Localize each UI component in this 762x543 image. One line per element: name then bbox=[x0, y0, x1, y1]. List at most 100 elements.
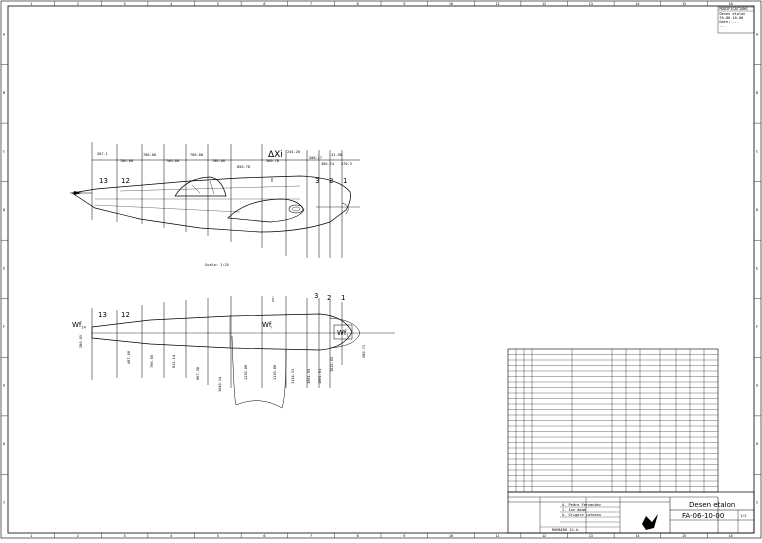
revision-header: MODIFICATIONS bbox=[720, 7, 748, 11]
plan-dim-3: 812.14 bbox=[172, 355, 176, 368]
side-view: ΔXi 287.1706.08706.08706.08706.08706.088… bbox=[70, 142, 360, 267]
plan-station-i: i bbox=[272, 296, 274, 304]
plan-dim-4: 867.38 bbox=[196, 367, 200, 380]
grid-row-right-F: F bbox=[756, 325, 758, 329]
grid-col-top-13: 13 bbox=[589, 2, 593, 6]
wing-root-outline bbox=[227, 198, 305, 223]
grid-col-bottom-8: 8 bbox=[357, 534, 359, 538]
plan-station-12: 12 bbox=[121, 311, 130, 319]
grid-col-bottom-11: 11 bbox=[495, 534, 499, 538]
tb-drawing-title: Desen etalon bbox=[689, 501, 735, 509]
fuselage-side-outline bbox=[71, 175, 351, 233]
revision-line-2: FA-06-10-00 bbox=[720, 16, 744, 20]
side-station-i: i bbox=[271, 176, 273, 184]
grid-col-bottom-15: 15 bbox=[682, 534, 686, 538]
side-dim-3: 706.08 bbox=[166, 159, 179, 163]
grid-row-right-E: E bbox=[756, 267, 758, 271]
side-dim-12: 470.3 bbox=[341, 162, 352, 166]
parts-list-table bbox=[507, 348, 719, 493]
grid-row-right-B: B bbox=[756, 91, 758, 95]
grid-col-bottom-1: 1 bbox=[30, 534, 32, 538]
grid-col-top-5: 5 bbox=[217, 2, 219, 6]
plan-station-2: 2 bbox=[327, 294, 331, 302]
grid-col-top-3: 3 bbox=[124, 2, 126, 6]
side-dim-6: 850.78 bbox=[237, 165, 250, 169]
grid-row-right-A: A bbox=[756, 32, 759, 36]
plan-station-13: 13 bbox=[98, 311, 107, 319]
grid-row-right-C: C bbox=[756, 149, 758, 153]
title-block bbox=[507, 491, 755, 534]
tb-person-3: A. Grigore Lateanu bbox=[562, 513, 601, 517]
grid-row-left-G: G bbox=[3, 384, 5, 388]
engine-intake-icon bbox=[288, 204, 304, 214]
side-dim-1: 706.08 bbox=[120, 159, 133, 163]
plan-dim-6: 1130.88 bbox=[244, 365, 248, 380]
revision-line-3: Date: ... bbox=[720, 20, 739, 24]
grid-row-left-E: E bbox=[3, 267, 5, 271]
grid-col-top-11: 11 bbox=[495, 2, 499, 6]
side-dim-8: 244.26 bbox=[287, 150, 300, 154]
grid-row-left-B: B bbox=[3, 91, 5, 95]
side-station-1: 1 bbox=[343, 177, 347, 185]
plan-dim-11: 1032.05 bbox=[330, 357, 334, 372]
grid-col-bottom-2: 2 bbox=[77, 534, 79, 538]
tb-person-1: A. Pedro Fernandez bbox=[562, 503, 601, 507]
grid-col-top-10: 10 bbox=[449, 2, 453, 6]
inner-border bbox=[7, 5, 755, 534]
grid-row-left-I: I bbox=[3, 501, 5, 505]
grid-col-bottom-4: 4 bbox=[170, 534, 172, 538]
side-dim-5: 706.08 bbox=[212, 159, 225, 163]
plan-dim-1: 497.68 bbox=[127, 351, 131, 364]
grid-row-right-D: D bbox=[756, 208, 758, 212]
side-dim-9: 208.17 bbox=[309, 156, 322, 160]
grid-col-top-6: 6 bbox=[263, 2, 265, 6]
grid-col-bottom-7: 7 bbox=[310, 534, 312, 538]
fuselage-plan-outline bbox=[91, 313, 353, 351]
grid-col-top-15: 15 bbox=[682, 2, 686, 6]
grid-col-bottom-6: 6 bbox=[263, 534, 265, 538]
plan-station-1: 1 bbox=[341, 294, 345, 302]
grid-col-bottom-10: 10 bbox=[449, 534, 453, 538]
wf-mid-label: Wfi bbox=[262, 321, 272, 330]
tb-drawing-number: FA-06-10-00 bbox=[682, 512, 724, 520]
grid-col-top-1: 1 bbox=[30, 2, 32, 6]
scale-note: Scale: 1:25 bbox=[205, 263, 229, 267]
side-dim-11: 366.74 bbox=[321, 162, 334, 166]
plan-dim-10: 1081.81 bbox=[318, 369, 322, 384]
grid-col-top-2: 2 bbox=[77, 2, 79, 6]
plan-dim-0: 280.05 bbox=[79, 335, 83, 348]
tb-sheet-ref: 1/2 bbox=[740, 514, 747, 518]
plan-dim-7: 1130.88 bbox=[273, 365, 277, 380]
tb-company: ROMAERO 1S.A. bbox=[552, 528, 580, 532]
plan-dim-5: 1040.14 bbox=[218, 377, 222, 392]
side-station-3: 3 bbox=[315, 177, 319, 185]
canopy-outline bbox=[174, 176, 227, 197]
grid-row-left-H: H bbox=[3, 442, 5, 446]
side-dim-10: 41.36 bbox=[331, 153, 342, 157]
tb-person-2: I. Ion Adam bbox=[562, 508, 586, 512]
grid-row-left-F: F bbox=[3, 325, 5, 329]
plan-dim-12: 580.71 bbox=[362, 345, 366, 358]
grid-col-bottom-3: 3 bbox=[124, 534, 126, 538]
grid-col-top-9: 9 bbox=[403, 2, 405, 6]
wf-nose-label: Wf1 bbox=[337, 329, 349, 338]
plan-dim-9: 1081.65 bbox=[307, 369, 311, 384]
grid-row-right-I: I bbox=[756, 501, 758, 505]
grid-row-right-G: G bbox=[756, 384, 758, 388]
grid-row-left-D: D bbox=[3, 208, 5, 212]
grid-col-top-7: 7 bbox=[310, 2, 312, 6]
grid-col-top-14: 14 bbox=[635, 2, 639, 6]
grid-col-bottom-9: 9 bbox=[403, 534, 405, 538]
grid-col-bottom-16: 16 bbox=[729, 534, 733, 538]
grid-col-top-8: 8 bbox=[357, 2, 359, 6]
grid-row-left-A: A bbox=[3, 32, 6, 36]
side-dim-2: 706.08 bbox=[143, 153, 156, 157]
revision-box: MODIFICATIONS Desen etalon FA-06-10-00 D… bbox=[717, 6, 755, 34]
